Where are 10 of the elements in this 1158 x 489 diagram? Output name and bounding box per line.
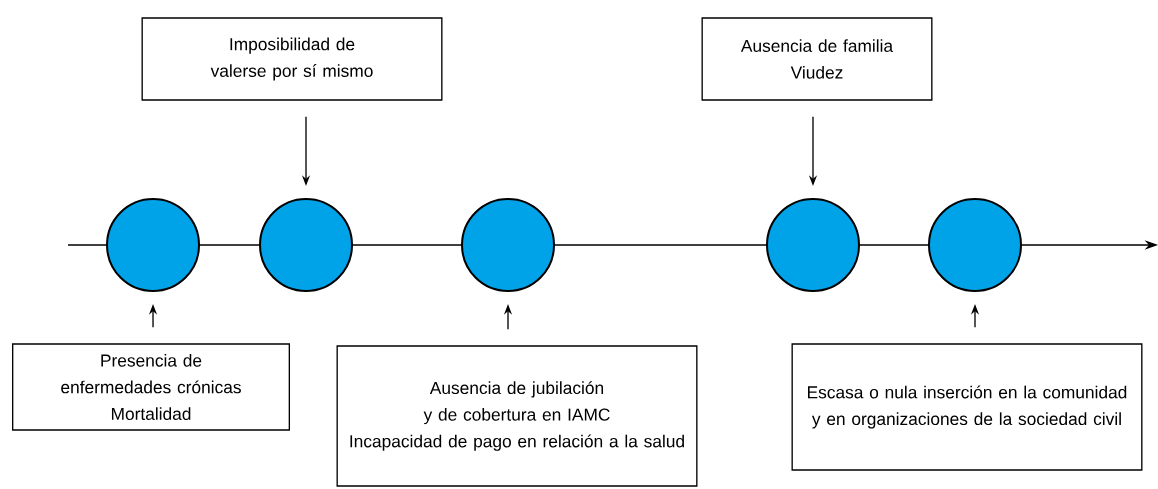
timeline-circle <box>106 198 200 292</box>
text-box: Ausencia de jubilación y de cobertura en IAMC Incapacidad de pago en relación a la salud <box>336 345 698 487</box>
timeline-circle <box>928 198 1022 292</box>
timeline-circle <box>766 198 860 292</box>
text-box: Escasa o nula inserción en la comunidad y en organizaciones de la sociedad civil <box>791 343 1143 471</box>
text-box: Ausencia de familia Viudez <box>701 17 933 101</box>
timeline-circle <box>259 198 353 292</box>
timeline-circle <box>461 198 555 292</box>
text-box: Imposibilidad de valerse por sí mismo <box>141 17 443 101</box>
text-box: Presencia de enfermedades crónicas Mortalidad <box>12 343 290 431</box>
